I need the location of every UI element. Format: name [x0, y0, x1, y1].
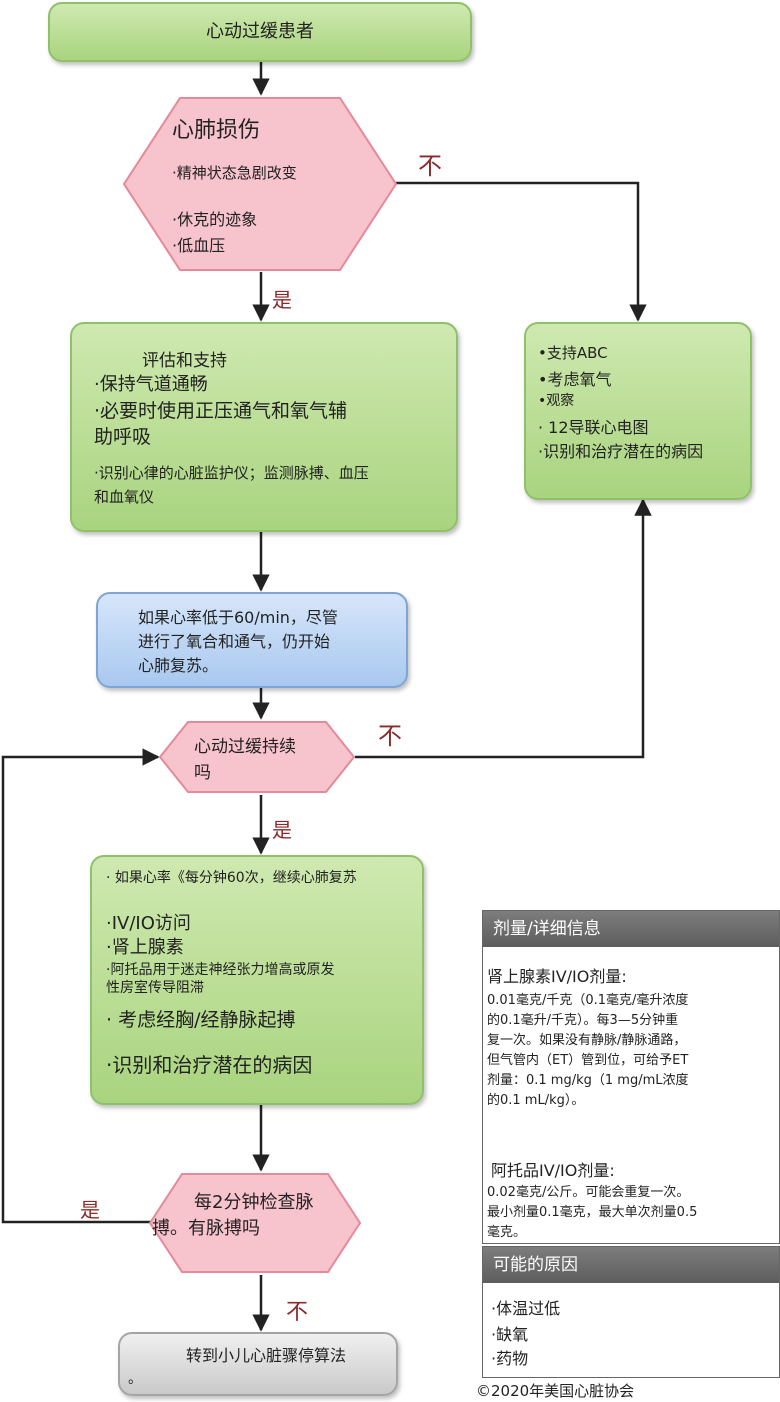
epi-dose-line-1: 0.01毫克/千克（0.1毫克/毫升浓度 — [487, 993, 689, 1008]
start-box: 心动过缓患者 — [48, 2, 472, 62]
assess-title: 评估和支持 — [142, 351, 227, 371]
treatment-box: · 如果心率《每分钟60次，继续心肺复苏 ·IV/IO访问 ·肾上腺素 ·阿托品… — [90, 855, 424, 1105]
atro-dose-line-1: 0.02毫克/公斤。可能会重复一次。 — [487, 1185, 690, 1200]
right-line-ecg: · 12导联心电图 — [538, 418, 649, 437]
support-abc-box: •支持ABC •考虑氧气 •观察 · 12导联心电图 ·识别和治疗潜在的病因 — [524, 322, 752, 500]
treat-line-pacing: · 考虑经胸/经静脉起搏 — [106, 1009, 296, 1031]
cause-hypothermia: ·体温过低 — [491, 1299, 561, 1318]
epi-dose-line-6: 的0.1 mL/kg）。 — [487, 1093, 585, 1108]
right-line-causes: ·识别和治疗潜在的病因 — [538, 442, 704, 461]
pulse-line-2: 搏。有脉搏吗 — [152, 1218, 260, 1239]
label-no-3: 不 — [286, 1300, 309, 1325]
persist-line-1: 心动过缓持续 — [194, 737, 296, 757]
treat-line-atropine: ·阿托品用于迷走神经张力增高或原发 — [106, 962, 335, 978]
epi-dose-line-2: 的0.1毫升/千克）。每3—5分钟重 — [487, 1013, 679, 1028]
label-no-1: 不 — [418, 152, 442, 180]
cause-drugs: ·药物 — [491, 1349, 529, 1368]
atro-dose-line-3: 毫克。 — [487, 1225, 527, 1240]
cardiopulmonary-decision: 心肺损伤 ·精神状态急剧改变 ·休克的迹象 ·低血压 — [122, 96, 398, 272]
assess-line-ventilation-cont: 助呼吸 — [94, 426, 152, 448]
cardiac-arrest-box: 转到小儿心脏骤停算法 。 — [118, 1332, 398, 1396]
final-line-1: 转到小儿心脏骤停算法 — [186, 1346, 347, 1365]
label-no-2: 不 — [378, 722, 402, 750]
dose-panel-header: 剂量/详细信息 — [483, 911, 779, 947]
right-line-observe: •观察 — [538, 393, 575, 409]
atro-dose-title: 阿托品IV/IO剂量: — [491, 1161, 615, 1180]
assess-line-ventilation: ·必要时使用正压通气和氧气辅 — [94, 400, 348, 422]
cardiopulmonary-title: 心肺损伤 — [172, 118, 261, 143]
label-yes-2: 是 — [272, 818, 292, 842]
persist-line-2: 吗 — [194, 763, 211, 783]
pulse-line-1: 每2分钟检查脉 — [194, 1192, 314, 1213]
cause-hypoxia: ·缺氧 — [491, 1325, 529, 1344]
atro-dose-line-2: 最小剂量0.1毫克，最大单次剂量0.5 — [487, 1205, 698, 1220]
bradycardia-persists-decision: 心动过缓持续 吗 — [158, 720, 356, 794]
epi-dose-line-4: 但气管内（ET）管到位，可给予ET — [487, 1053, 689, 1068]
epi-dose-line-3: 复一次。如果没有静脉/静脉通路， — [487, 1033, 687, 1048]
cardio-item-mental: ·精神状态急剧改变 — [172, 164, 297, 182]
epi-dose-line-5: 剂量：0.1 mg/kg（1 mg/mL浓度 — [487, 1073, 689, 1088]
assess-line-airway: ·保持气道通畅 — [94, 374, 208, 395]
assess-line-monitor: ·识别心律的心脏监护仪；监测脉搏、血压 — [94, 464, 369, 482]
right-line-oxygen: •考虑氧气 — [538, 370, 612, 389]
treat-line-epinephrine: ·肾上腺素 — [106, 937, 184, 958]
cardio-item-hypotension: ·低血压 — [172, 236, 226, 255]
final-line-2: 。 — [128, 1371, 142, 1387]
assess-line-monitor-cont: 和血氧仪 — [94, 488, 155, 506]
label-yes-3: 是 — [80, 1198, 100, 1222]
cpr-line-1: 如果心率低于60/min，尽管 — [138, 608, 338, 627]
right-line-abc: •支持ABC — [538, 344, 608, 362]
cardio-item-shock: ·休克的迹象 — [172, 210, 258, 229]
causes-panel-header: 可能的原因 — [483, 1247, 779, 1283]
treat-line-ivio: ·IV/IO访问 — [106, 913, 191, 934]
epi-dose-title: 肾上腺素IV/IO剂量: — [487, 967, 627, 986]
assess-support-box: 评估和支持 ·保持气道通畅 ·必要时使用正压通气和氧气辅 助呼吸 ·识别心律的心… — [70, 322, 458, 532]
cpr-line-2: 进行了氧合和通气，仍开始 — [138, 632, 331, 651]
possible-causes-panel: 可能的原因 ·体温过低 ·缺氧 ·药物 — [482, 1246, 780, 1378]
treat-line-atropine-cont: 性房室传导阻滞 — [106, 980, 204, 996]
copyright-text: ©2020年美国心脏协会 — [476, 1382, 635, 1400]
treat-line-cpr: · 如果心率《每分钟60次，继续心肺复苏 — [106, 870, 357, 886]
start-box-label: 心动过缓患者 — [206, 21, 314, 42]
label-yes-1: 是 — [272, 288, 292, 312]
pulse-check-decision: 每2分钟检查脉 搏。有脉搏吗 — [148, 1172, 362, 1274]
dose-details-panel: 剂量/详细信息 肾上腺素IV/IO剂量: 0.01毫克/千克（0.1毫克/毫升浓… — [482, 910, 780, 1244]
cpr-line-3: 心肺复苏。 — [138, 656, 219, 675]
treat-line-causes: ·识别和治疗潜在的病因 — [106, 1053, 313, 1077]
cpr-box: 如果心率低于60/min，尽管 进行了氧合和通气，仍开始 心肺复苏。 — [96, 592, 408, 688]
